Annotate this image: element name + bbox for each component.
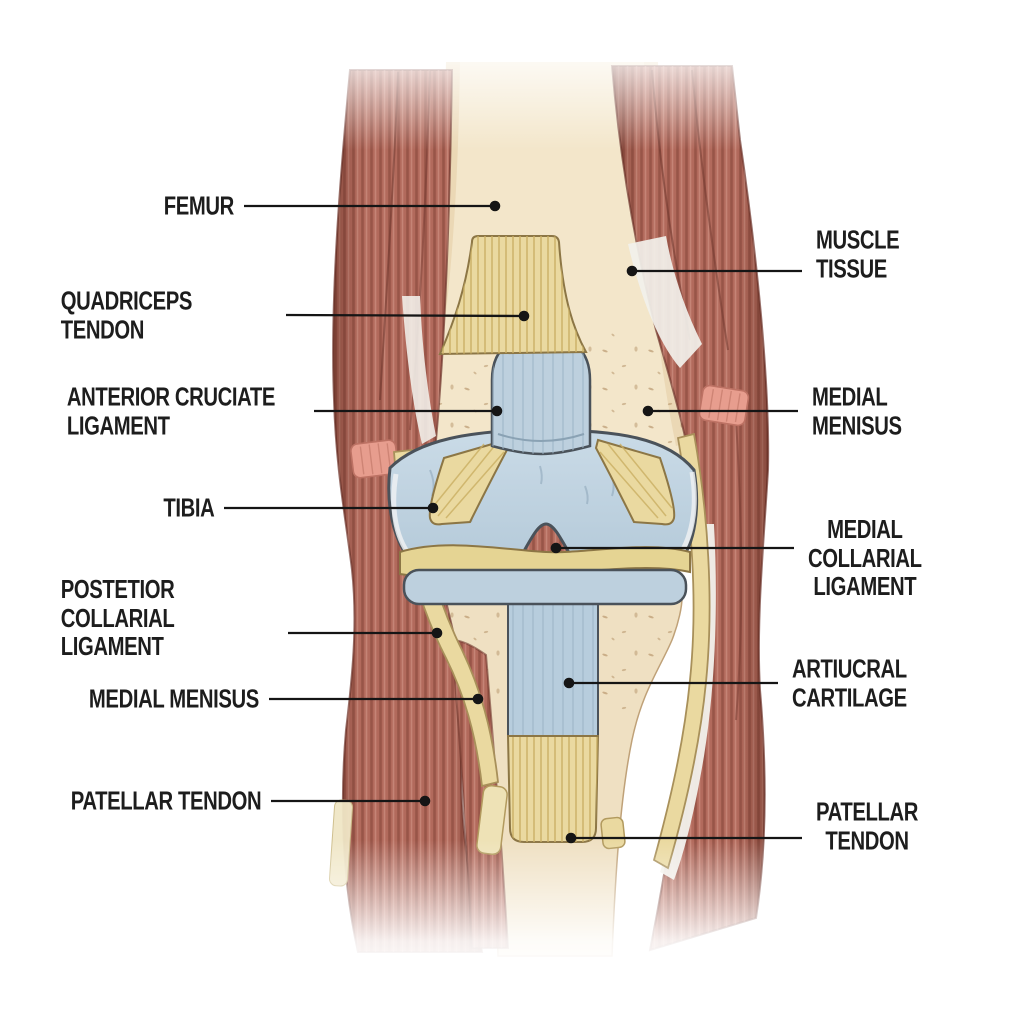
label-medial-collarial-ligament: MEDIAL COLLARIAL LIGAMENT [808,514,922,602]
label-patellar-tendon-right: PATELLAR TENDON [816,796,919,855]
label-quadriceps-tendon: QUADRICEPS TENDON [60,285,193,344]
right-tendon-fan [594,438,676,526]
left-white-ligament [402,296,436,444]
top-fade [0,0,1024,150]
tibial-plateau-cartilage [402,568,688,606]
label-artiucral-cartilage: ARTIUCRAL CARTILAGE [792,653,907,712]
label-anterior-cruciate-ligament: ANTERIOR CRUCIATE LIGAMENT [66,381,276,440]
quadriceps-tendon-shape [438,235,588,356]
patellar-tendon-band [506,735,600,843]
label-medial-menisus-right: MEDIAL MENISUS [812,381,902,440]
right-white-ligament-upper [628,236,702,368]
white-ligaments [402,236,716,880]
left-tendon-fan [428,438,510,526]
leader-lines [224,200,802,844]
label-medial-menisus-left: MEDIAL MENISUS [89,683,259,714]
label-tibia: TIBIA [162,492,214,523]
right-white-ligament-long [660,524,716,880]
patella-cartilage-fan [490,334,592,456]
label-patellar-tendon-left: PATELLAR TENDON [70,785,261,816]
pink-band-right [698,384,750,427]
right-muscle-seam [735,419,743,721]
label-muscle-tissue: MUSCLE TISSUE [816,224,900,283]
bottom-fade [0,840,1024,1024]
label-postetior-collarial-ligament: POSTETIOR COLLARIAL LIGAMENT [60,574,175,662]
label-femur: FEMUR [163,190,235,221]
